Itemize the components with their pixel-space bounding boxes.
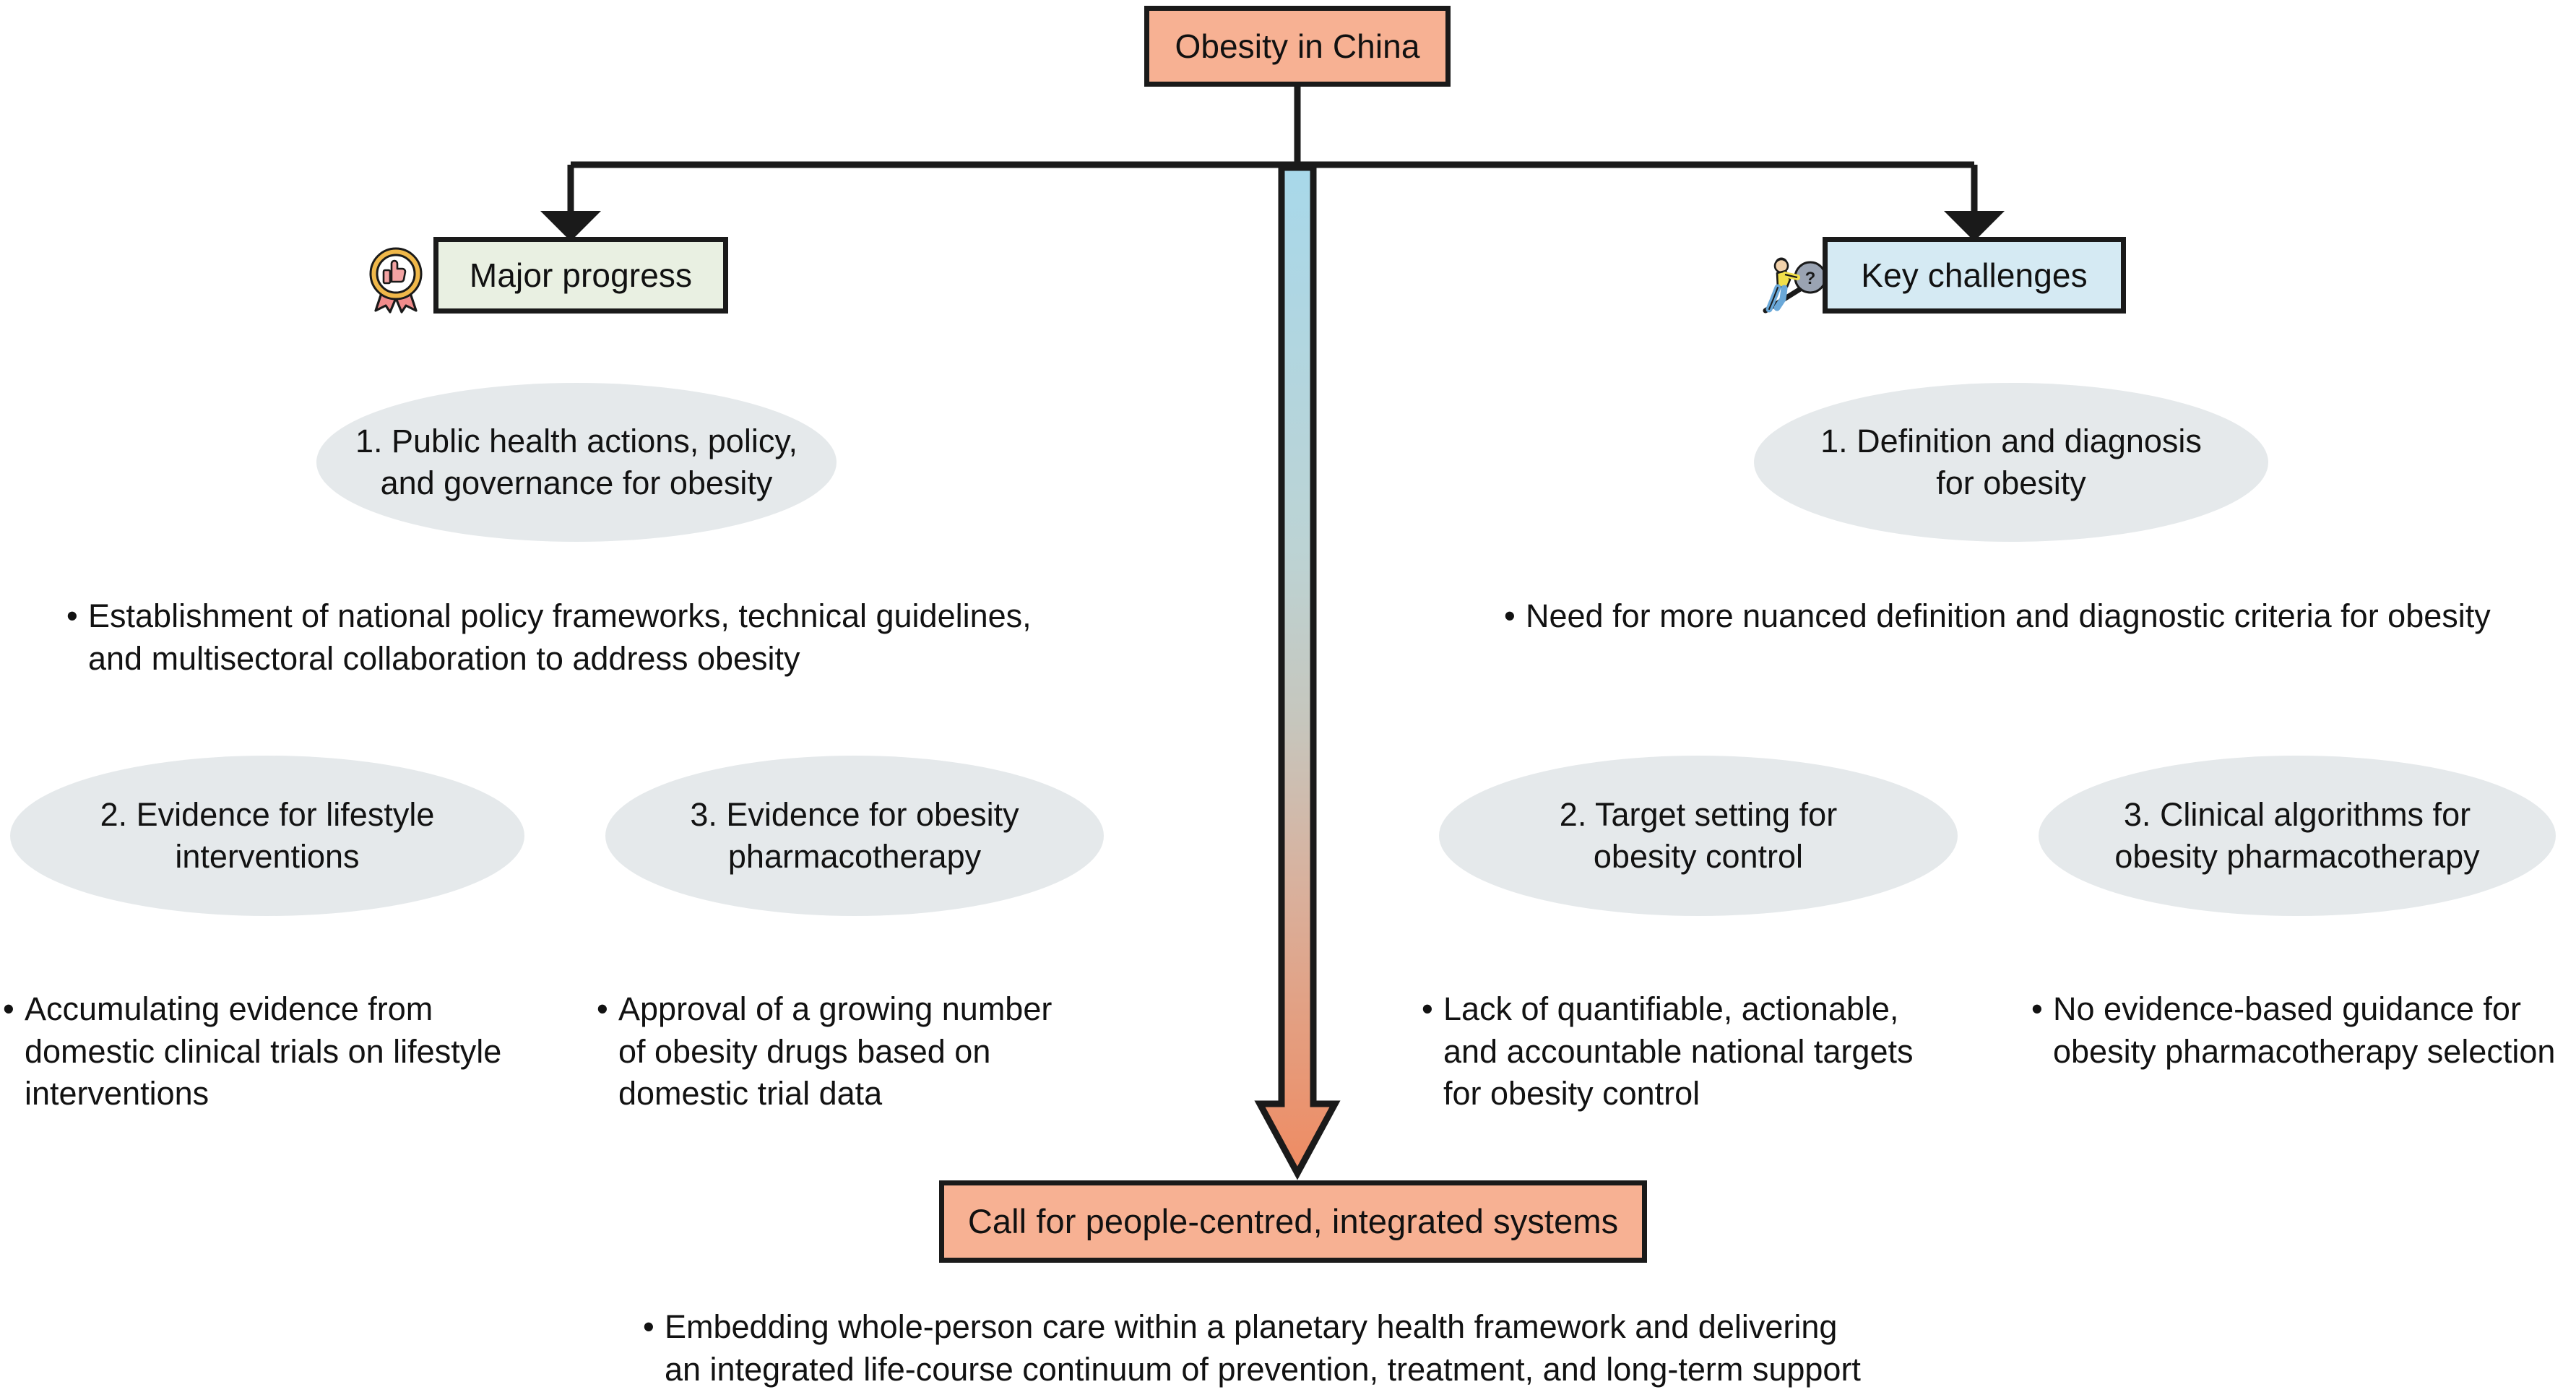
- ellipse-right-2-line2: obesity control: [1593, 838, 1804, 875]
- bullet-left-1-text: Establishment of national policy framewo…: [88, 595, 1128, 680]
- branch-header-key-challenges: Key challenges: [1823, 237, 2126, 314]
- ellipse-right-1-line1: 1. Definition and diagnosis: [1820, 423, 2202, 460]
- bullet-marker-icon: •: [2031, 990, 2043, 1027]
- ellipse-right-2-label: 2. Target setting for obesity control: [1535, 794, 1862, 877]
- bullet-marker-icon: •: [643, 1308, 654, 1345]
- ellipse-right-3-label: 3. Clinical algorithms for obesity pharm…: [2090, 794, 2504, 877]
- award-ribbon-icon: [361, 244, 431, 314]
- bullet-right-3-line2: obesity pharmacotherapy selection: [2053, 1032, 2556, 1070]
- bullet-right-1-text: Need for more nuanced definition and dia…: [1526, 597, 2491, 634]
- bullet-left-3-line3: domestic trial data: [618, 1075, 883, 1112]
- ellipse-right-2-line1: 2. Target setting for: [1559, 796, 1838, 834]
- ellipse-left-2-line1: 2. Evidence for lifestyle: [100, 796, 435, 834]
- bullet-right-3-line1: No evidence-based guidance for: [2053, 990, 2521, 1027]
- svg-text:?: ?: [1805, 269, 1816, 288]
- ellipse-left-2-label: 2. Evidence for lifestyle interventions: [76, 794, 459, 877]
- bottom-node-label: Call for people-centred, integrated syst…: [967, 1201, 1619, 1240]
- ellipse-right-2: 2. Target setting for obesity control: [1439, 756, 1958, 916]
- branch-header-label: Major progress: [469, 256, 693, 294]
- ellipse-right-1: 1. Definition and diagnosis for obesity: [1754, 383, 2268, 542]
- ellipse-left-2-line2: interventions: [175, 838, 360, 875]
- ellipse-right-3-line2: obesity pharmacotherapy: [2114, 838, 2480, 875]
- bullet-bottom: • Embedding whole-person care within a p…: [643, 1306, 2015, 1391]
- bullet-right-2-line1: Lack of quantifiable, actionable,: [1443, 990, 1899, 1027]
- bullet-left-3-line2: of obesity drugs based on: [618, 1032, 991, 1070]
- bullet-left-1-line2: and multisectoral collaboration to addre…: [88, 639, 800, 677]
- bullet-right-2-text: Lack of quantifiable, actionable, and ac…: [1443, 988, 1992, 1115]
- bullet-left-3: • Approval of a growing number of obesit…: [597, 988, 1124, 1115]
- bullet-left-2-line3: interventions: [25, 1075, 209, 1112]
- root-node-obesity-in-china: Obesity in China: [1144, 6, 1451, 87]
- ellipse-left-3-label: 3. Evidence for obesity pharmacotherapy: [665, 794, 1043, 877]
- ellipse-left-3-line1: 3. Evidence for obesity: [690, 796, 1019, 834]
- bullet-right-3: • No evidence-based guidance for obesity…: [2031, 988, 2576, 1073]
- ellipse-left-1-line2: and governance for obesity: [380, 464, 773, 501]
- bullet-left-1: • Establishment of national policy frame…: [66, 595, 1128, 680]
- center-gradient-arrow-icon: [1254, 164, 1341, 1180]
- bullet-right-2: • Lack of quantifiable, actionable, and …: [1422, 988, 1992, 1115]
- ellipse-right-1-line2: for obesity: [1936, 464, 2086, 501]
- branch-header-label: Key challenges: [1861, 256, 2088, 294]
- bullet-marker-icon: •: [1504, 597, 1516, 634]
- bullet-left-2-line2: domestic clinical trials on lifestyle: [25, 1032, 502, 1070]
- bullet-left-2-text: Accumulating evidence from domestic clin…: [25, 988, 552, 1115]
- bullet-bottom-line2: an integrated life-course continuum of p…: [665, 1350, 1861, 1388]
- bullet-left-3-text: Approval of a growing number of obesity …: [618, 988, 1124, 1115]
- bullet-bottom-text: Embedding whole-person care within a pla…: [665, 1306, 2015, 1391]
- bullet-left-1-line1: Establishment of national policy framewo…: [88, 597, 1032, 634]
- bullet-left-2-line1: Accumulating evidence from: [25, 990, 433, 1027]
- bullet-right-1: • Need for more nuanced definition and d…: [1504, 595, 2573, 638]
- bullet-marker-icon: •: [3, 990, 14, 1027]
- bullet-bottom-line1: Embedding whole-person care within a pla…: [665, 1308, 1838, 1345]
- bullet-right-2-line3: for obesity control: [1443, 1075, 1700, 1112]
- ellipse-right-3: 3. Clinical algorithms for obesity pharm…: [2039, 756, 2556, 916]
- ellipse-left-2: 2. Evidence for lifestyle interventions: [10, 756, 524, 916]
- bullet-marker-icon: •: [597, 990, 608, 1027]
- ellipse-right-3-line1: 3. Clinical algorithms for: [2123, 796, 2471, 834]
- ellipse-left-1-line1: 1. Public health actions, policy,: [355, 423, 798, 460]
- bullet-marker-icon: •: [1422, 990, 1433, 1027]
- ellipse-left-1: 1. Public health actions, policy, and go…: [316, 383, 837, 542]
- ellipse-left-1-label: 1. Public health actions, policy, and go…: [331, 420, 822, 504]
- ellipse-left-3: 3. Evidence for obesity pharmacotherapy: [605, 756, 1104, 916]
- bullet-marker-icon: •: [66, 597, 78, 634]
- ellipse-left-3-line2: pharmacotherapy: [727, 838, 982, 875]
- branch-header-major-progress: Major progress: [433, 237, 728, 314]
- root-node-label: Obesity in China: [1175, 27, 1420, 65]
- bullet-left-2: • Accumulating evidence from domestic cl…: [3, 988, 552, 1115]
- bottom-node-call-for-systems: Call for people-centred, integrated syst…: [939, 1180, 1647, 1263]
- bullet-right-3-text: No evidence-based guidance for obesity p…: [2053, 988, 2576, 1073]
- bullet-right-2-line2: and accountable national targets: [1443, 1032, 1914, 1070]
- bullet-left-3-line1: Approval of a growing number: [618, 990, 1053, 1027]
- ellipse-right-1-label: 1. Definition and diagnosis for obesity: [1796, 420, 2226, 504]
